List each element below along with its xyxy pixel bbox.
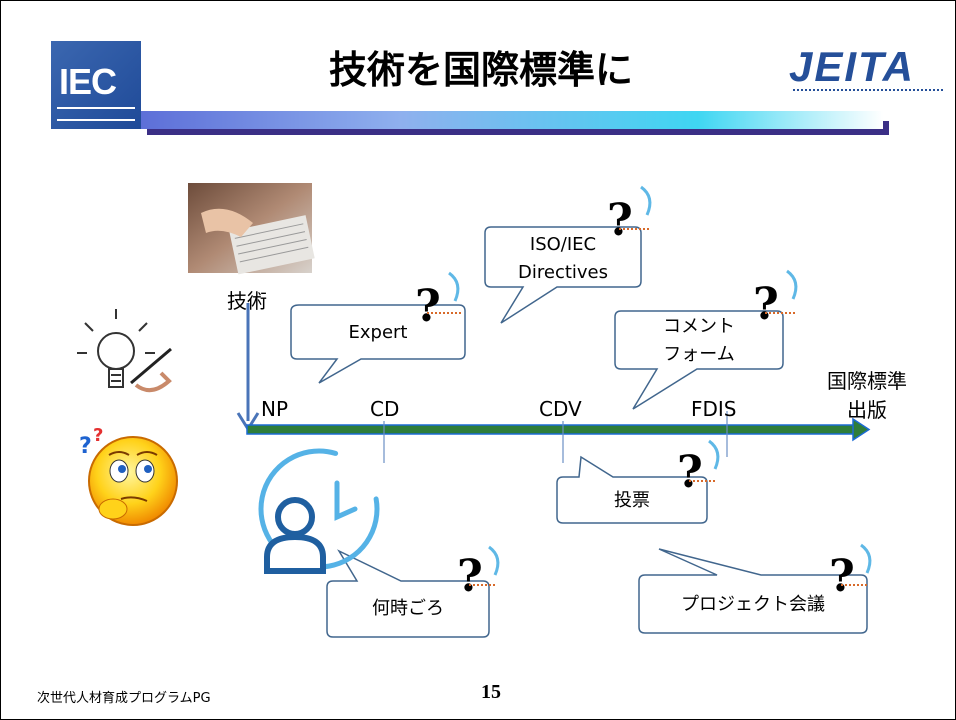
meeting-bubble-text: プロジェクト会議 (681, 594, 825, 615)
comment-bubble-text: コメント フォーム (615, 313, 783, 369)
publication-label-line2: 出版 (847, 398, 887, 422)
stage-cd: CD (370, 397, 400, 421)
question-mark-icon: ? (753, 269, 798, 330)
svg-text:?: ? (415, 281, 441, 332)
when-bubble-text: 何時ごろ (372, 598, 444, 619)
person-clock-icon (258, 448, 380, 574)
header-bar (141, 111, 883, 129)
iec-logo-text: IEC (59, 61, 117, 102)
stage-fdis: FDIS (691, 397, 737, 421)
stage-np: NP (261, 397, 289, 421)
question-mark-icon: ? (607, 185, 652, 246)
svg-text:?: ? (753, 279, 779, 330)
publication-label: 国際標準 出版 (827, 365, 907, 423)
publication-label-line1: 国際標準 (827, 369, 907, 393)
gijutsu-label: 技術 (227, 289, 267, 313)
slide-title: 技術を国際標準に (328, 48, 633, 92)
expert-bubble-text: Expert (348, 322, 408, 343)
directives-line2: Directives (518, 262, 608, 283)
tech-arrow (236, 303, 260, 432)
svg-text:?: ? (829, 551, 855, 602)
comment-line1: コメント (663, 316, 735, 337)
stage-cdv: CDV (539, 397, 582, 421)
page-number: 15 (481, 681, 501, 703)
svg-text:?: ? (607, 195, 633, 246)
when-bubble (326, 549, 490, 638)
comment-bubble (614, 310, 784, 410)
meeting-bubble (638, 548, 868, 634)
keyboard-photo (188, 183, 315, 275)
vote-bubble-text: 投票 (614, 490, 650, 511)
jeita-logo-underline (793, 89, 943, 95)
vote-bubble (556, 455, 708, 524)
directives-bubble-text: ISO/IEC Directives (485, 231, 641, 287)
comment-line2: フォーム (663, 344, 735, 365)
footer-program-name: 次世代人材育成プログラムPG (37, 691, 211, 706)
jeita-logo-text: JEITA (789, 43, 915, 90)
question-mark-icon: ? (829, 543, 872, 602)
iec-logo: IEC (51, 41, 141, 129)
svg-text:?: ? (93, 425, 103, 446)
thinking-face-icon: ? ? (79, 425, 178, 526)
timeline-arrow (246, 417, 871, 442)
question-mark-icon: ? (677, 439, 720, 498)
question-mark-icon: ? (415, 271, 461, 332)
svg-text:?: ? (457, 551, 483, 602)
lightbulb-icon (77, 309, 172, 393)
svg-text:?: ? (677, 447, 703, 498)
jeita-logo: JEITA (789, 43, 949, 97)
svg-text:?: ? (79, 434, 92, 459)
directives-bubble (484, 226, 642, 324)
iec-logo-lines (57, 107, 135, 121)
question-mark-icon: ? (457, 545, 500, 602)
expert-bubble (290, 304, 466, 384)
directives-line1: ISO/IEC (529, 234, 597, 255)
